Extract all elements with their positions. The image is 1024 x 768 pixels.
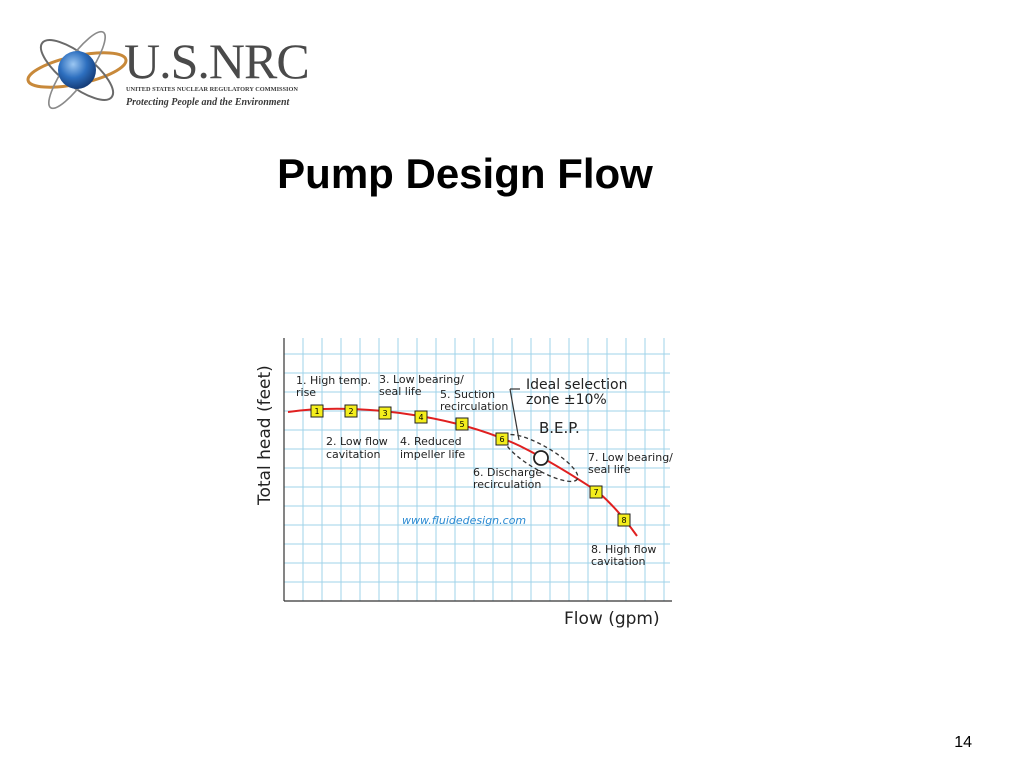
label-1-line2: rise xyxy=(296,386,316,399)
watermark-url: www.fluidedesign.com xyxy=(402,514,526,527)
bep-point xyxy=(533,450,549,466)
label-2-line1: 2. Low flow xyxy=(326,435,388,448)
marker-7: 7 xyxy=(589,485,603,499)
marker-number: 2 xyxy=(348,407,353,416)
slide-title: Pump Design Flow xyxy=(277,150,653,197)
marker-4: 4 xyxy=(414,410,428,424)
bep-label: B.E.P. xyxy=(539,419,580,437)
nrc-logo: U.S.NRC UNITED STATES NUCLEAR REGULATORY… xyxy=(22,20,332,115)
ideal-zone-leader-2 xyxy=(509,388,520,441)
slide-number: 14 xyxy=(954,734,972,751)
label-5-line2: recirculation xyxy=(440,400,508,413)
ideal-zone-label-line2: zone ±10% xyxy=(526,392,607,408)
logo-wordmark: U.S.NRC xyxy=(124,33,310,89)
marker-2: 2 xyxy=(344,404,358,418)
marker-3: 3 xyxy=(378,406,392,420)
marker-number: 5 xyxy=(459,420,464,429)
label-1-line1: 1. High temp. xyxy=(296,374,371,387)
marker-6: 6 xyxy=(495,432,509,446)
label-6-line1: 6. Discharge xyxy=(473,466,542,479)
marker-number: 8 xyxy=(621,516,626,525)
ideal-zone-label-line1: Ideal selection xyxy=(526,377,627,393)
marker-number: 7 xyxy=(593,488,598,497)
marker-number: 3 xyxy=(382,409,387,418)
marker-number: 6 xyxy=(499,435,504,444)
label-5-line1: 5. Suction xyxy=(440,388,495,401)
label-8-line2: cavitation xyxy=(591,555,646,568)
label-2-line2: cavitation xyxy=(326,448,381,461)
label-3-line2: seal life xyxy=(379,385,422,398)
label-4-line1: 4. Reduced xyxy=(400,435,462,448)
logo-tagline: Protecting People and the Environment xyxy=(126,97,290,108)
nrc-atom-globe-icon xyxy=(26,30,128,110)
marker-8: 8 xyxy=(617,513,631,527)
marker-number: 1 xyxy=(314,407,319,416)
x-axis-title: Flow (gpm) xyxy=(564,609,660,629)
marker-1: 1 xyxy=(310,404,324,418)
marker-5: 5 xyxy=(455,417,469,431)
label-7-line1: 7. Low bearing/ xyxy=(588,451,673,464)
y-axis-title: Total head (feet) xyxy=(255,365,275,506)
label-6-line2: recirculation xyxy=(473,478,541,491)
logo-agency-name: UNITED STATES NUCLEAR REGULATORY COMMISS… xyxy=(126,86,298,93)
label-8-line1: 8. High flow xyxy=(591,543,656,556)
label-7-line2: seal life xyxy=(588,463,631,476)
label-3-line1: 3. Low bearing/ xyxy=(379,373,464,386)
marker-number: 4 xyxy=(418,413,423,422)
label-4-line2: impeller life xyxy=(400,448,465,461)
